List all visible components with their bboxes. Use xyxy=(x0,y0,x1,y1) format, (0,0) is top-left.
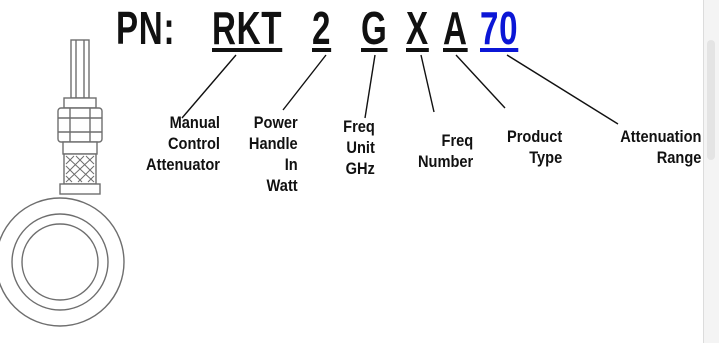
label-freq-unit: Freq Unit GHz xyxy=(343,117,375,178)
leader-x xyxy=(420,54,435,113)
code-attenuation-link[interactable]: 70 xyxy=(480,2,519,54)
leader-g xyxy=(364,54,376,119)
label-attenuation-range: Attenuation Range xyxy=(619,127,701,167)
leader-2 xyxy=(282,54,327,111)
leader-70 xyxy=(506,54,619,125)
dial-inner-ring xyxy=(21,223,99,301)
code-freq-unit: G xyxy=(361,2,388,54)
label-product-type: Product Type xyxy=(506,127,562,167)
label-manual-control-attenuator: Manual Control Attenuator xyxy=(146,113,220,174)
code-product-type: A xyxy=(443,2,468,54)
code-rkt: RKT xyxy=(212,2,283,54)
leader-a xyxy=(455,54,506,109)
scrollbar-thumb[interactable] xyxy=(707,40,715,160)
code-power: 2 xyxy=(312,2,332,54)
code-freq-number: X xyxy=(406,2,429,54)
label-freq-number: Freq Number xyxy=(417,131,473,171)
leader-rkt xyxy=(181,54,237,119)
label-power-handle: Power Handle In Watt xyxy=(249,113,298,195)
part-number-prefix: PN: xyxy=(116,2,176,54)
attenuator-drawing xyxy=(0,39,125,327)
